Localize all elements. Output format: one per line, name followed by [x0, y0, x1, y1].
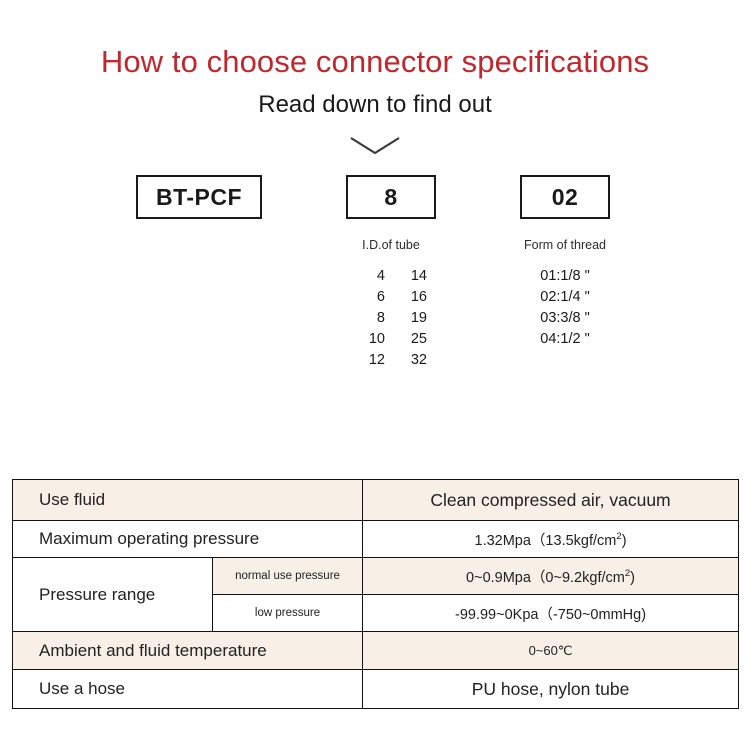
- page-subtitle: Read down to find out: [258, 90, 492, 118]
- tube-od-right: 14: [410, 268, 427, 285]
- list-item: 8 19: [346, 308, 436, 329]
- table-row: Maximum operating pressure 1.32Mpa（13.5k…: [11, 520, 740, 558]
- value-paren: （0~9.2kgf/cm: [530, 569, 625, 586]
- chevron-down-icon: [350, 137, 400, 155]
- caption-thread-form: Form of thread: [524, 238, 606, 253]
- code-box-series: BT-PCF: [136, 175, 262, 220]
- tube-id-left: 8: [376, 310, 385, 327]
- list-item: 02:1/4 ": [540, 289, 590, 306]
- list-item: 4 14: [346, 266, 436, 287]
- caption-tube-id: I.D.of tube: [362, 238, 420, 253]
- list-item: 01:1/8 ": [540, 268, 590, 285]
- code-breakdown: BT-PCF 8 I.D.of tube 4 14 6 16 8 19 10 2…: [0, 175, 750, 385]
- spec-value-hose: PU hose, nylon tube: [362, 669, 740, 709]
- spec-value-low-pressure: -99.99~0Kpa（-750~0mmHg): [362, 594, 740, 632]
- page-title: How to choose connector specifications: [100, 44, 650, 79]
- tube-id-left: 6: [376, 289, 385, 306]
- table-row: Pressure range normal use pressure 0~0.9…: [12, 557, 740, 632]
- tube-od-right: 19: [410, 310, 427, 327]
- spec-label-use-fluid: Use fluid: [11, 479, 364, 521]
- option-list-thread-form: 01:1/8 " 02:1/4 " 03:3/8 " 04:1/2 ": [520, 266, 610, 350]
- tube-id-left: 12: [368, 352, 385, 369]
- tube-id-left: 10: [368, 331, 385, 348]
- spec-table: Use fluid Clean compressed air, vacuum M…: [11, 479, 740, 709]
- table-row: Use fluid Clean compressed air, vacuum: [11, 479, 740, 521]
- spec-sublabel-normal-use-pressure: normal use pressure: [211, 557, 364, 595]
- list-item: 03:3/8 ": [540, 310, 590, 327]
- value-superscript: 2: [624, 567, 631, 579]
- spec-table-container: Use fluid Clean compressed air, vacuum M…: [11, 479, 740, 709]
- chevron-down-container: [0, 135, 750, 163]
- tube-od-right: 32: [410, 352, 427, 369]
- list-item: 04:1/2 ": [540, 331, 590, 348]
- spec-value-temperature: 0~60℃: [362, 631, 740, 670]
- code-column-tube-id: 8 I.D.of tube 4 14 6 16 8 19 10 25 12 32: [346, 175, 436, 371]
- tube-od-right: 16: [410, 289, 427, 306]
- value-superscript: 2: [616, 530, 622, 542]
- spec-label-max-pressure: Maximum operating pressure: [11, 520, 364, 558]
- option-list-tube-id: 4 14 6 16 8 19 10 25 12 32: [346, 266, 436, 371]
- value-suffix: ): [621, 532, 627, 549]
- value-text: 0~0.9Mpa: [466, 569, 531, 586]
- table-row: Ambient and fluid temperature 0~60℃: [11, 631, 740, 670]
- tube-id-left: 4: [376, 268, 385, 285]
- value-paren: （13.5kgf/cm: [530, 532, 617, 549]
- value-suffix: ): [630, 569, 635, 586]
- code-box-thread-form: 02: [520, 175, 610, 220]
- list-item: 6 16: [346, 287, 436, 308]
- list-item: 12 32: [346, 350, 436, 371]
- page-header: How to choose connector specifications R…: [0, 0, 750, 119]
- spec-value-use-fluid: Clean compressed air, vacuum: [362, 479, 740, 521]
- spec-value-normal-use-pressure: 0~0.9Mpa（0~9.2kgf/cm2): [362, 557, 740, 595]
- spec-label-temperature: Ambient and fluid temperature: [11, 631, 364, 670]
- tube-od-right: 25: [410, 331, 427, 348]
- spec-label-pressure-range: Pressure range: [12, 557, 213, 632]
- code-column-thread-form: 02 Form of thread 01:1/8 " 02:1/4 " 03:3…: [520, 175, 610, 350]
- table-row: Use a hose PU hose, nylon tube: [11, 669, 740, 709]
- spec-sublabel-low-pressure: low pressure: [211, 594, 364, 632]
- value-text: 1.32Mpa: [474, 532, 531, 549]
- code-column-series: BT-PCF: [136, 175, 262, 220]
- list-item: 10 25: [346, 329, 436, 350]
- code-box-tube-id: 8: [346, 175, 436, 220]
- spec-value-max-pressure: 1.32Mpa（13.5kgf/cm2): [362, 520, 740, 558]
- spec-label-hose: Use a hose: [11, 669, 364, 709]
